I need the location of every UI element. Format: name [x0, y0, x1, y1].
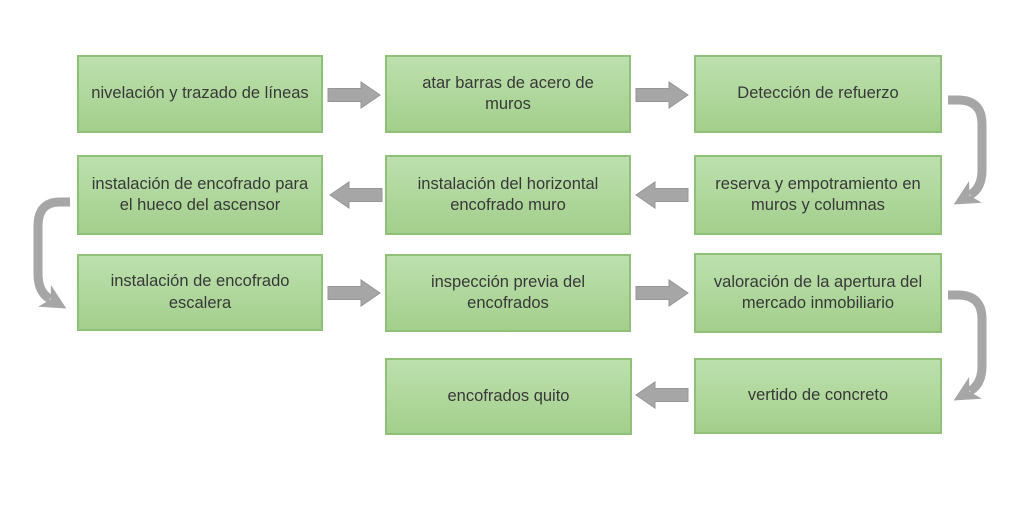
flow-box-label: encofrados quito — [447, 386, 570, 405]
flow-box-atar-barras: atar barras de acero de muros — [385, 55, 631, 133]
arrow-right-4 — [635, 279, 689, 307]
flow-box-label: nivelación y trazado de líneas — [91, 84, 309, 103]
flow-box-valoracion: valoración de la apertura del mercado in… — [694, 253, 942, 333]
flow-box-label: reserva y empotramiento en muros y colum… — [715, 174, 921, 214]
flow-box-inspeccion: inspección previa del encofrados — [385, 254, 631, 332]
flow-box-label: instalación de encofrado escalera — [110, 272, 290, 312]
flow-box-encofrados-quito: encofrados quito — [385, 358, 632, 435]
connector-down-left-1 — [33, 197, 70, 309]
flow-box-nivelacion: nivelación y trazado de líneas — [77, 55, 323, 133]
flow-box-reserva: reserva y empotramiento en muros y colum… — [694, 155, 942, 235]
flow-box-label: instalación del horizontal encofrado mur… — [417, 174, 599, 214]
flow-box-label: vertido de concreto — [747, 386, 889, 405]
flow-box-instalacion-horizontal: instalación del horizontal encofrado mur… — [385, 155, 631, 235]
flow-box-label: instalación de encofrado para el hueco d… — [91, 174, 309, 214]
flow-box-instalacion-ascensor: instalación de encofrado para el hueco d… — [77, 155, 323, 235]
arrow-right-1 — [327, 81, 381, 109]
arrow-left-1 — [635, 181, 689, 209]
arrow-left-2 — [329, 181, 383, 209]
flow-box-label: Detección de refuerzo — [737, 84, 899, 103]
connector-down-right-1 — [948, 95, 987, 205]
flow-box-label: inspección previa del encofrados — [430, 272, 586, 312]
flow-box-vertido: vertido de concreto — [694, 358, 942, 434]
flow-box-deteccion: Detección de refuerzo — [694, 55, 942, 133]
flow-box-instalacion-escalera: instalación de encofrado escalera — [77, 254, 323, 331]
flow-box-label: valoración de la apertura del mercado in… — [713, 272, 923, 312]
flow-box-label: atar barras de acero de muros — [422, 73, 594, 113]
connector-down-right-2 — [948, 290, 987, 401]
arrow-right-3 — [327, 279, 381, 307]
arrow-right-2 — [635, 81, 689, 109]
arrow-left-3 — [635, 381, 689, 409]
